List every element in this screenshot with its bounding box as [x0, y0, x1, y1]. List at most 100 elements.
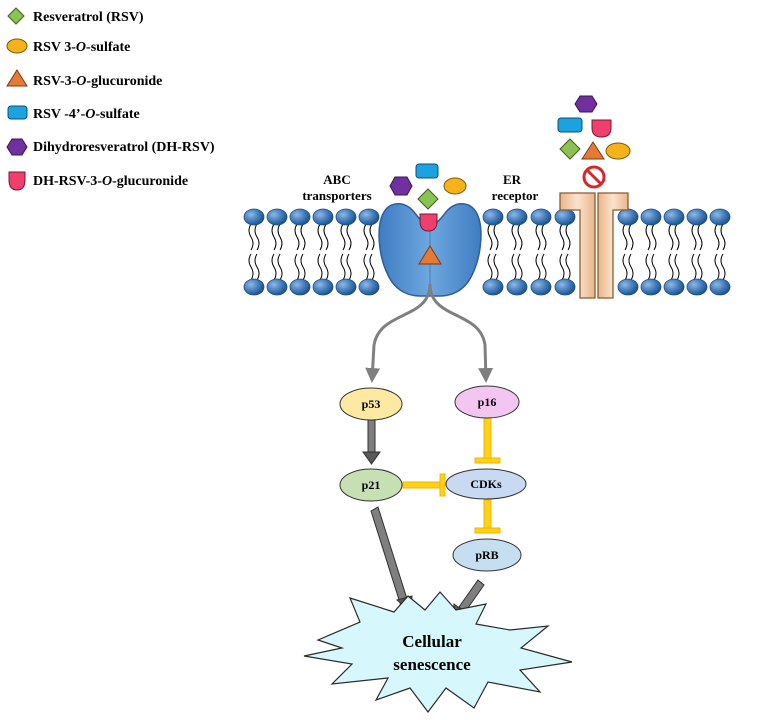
- rounded-rect-icon: [557, 117, 583, 133]
- lipid-tail: [511, 223, 517, 251]
- oval-icon: [605, 142, 631, 160]
- legend-item-dh-rsv: Dihydroresveratrol (DH-RSV): [6, 138, 215, 156]
- node-cdks-label: CDKs: [470, 477, 502, 491]
- lipid-tail: [271, 253, 277, 281]
- legend: Resveratrol (RSV) RSV 3-O-sulfate RSV-3-…: [6, 7, 215, 191]
- rounded-rect-icon: [415, 163, 439, 179]
- legend-label-rsv: Resveratrol (RSV): [33, 10, 144, 25]
- no-entry-icon: [582, 165, 606, 189]
- legend-item-rsv-3-sulfate: RSV 3-O-sulfate: [6, 38, 130, 55]
- lipid-tail: [346, 223, 352, 251]
- lipid-head: [530, 278, 552, 296]
- arrow-to-p53: [365, 283, 432, 383]
- node-prb-label: pRB: [475, 548, 498, 562]
- lipid-tail: [511, 253, 517, 281]
- transporter-molecules: [389, 163, 467, 265]
- lipid-head: [686, 208, 708, 226]
- shield-icon: [591, 119, 612, 138]
- node-p21: p21: [339, 468, 403, 502]
- node-p53: p53: [339, 387, 403, 421]
- lipid-head: [312, 278, 334, 296]
- shield-icon: [8, 171, 26, 191]
- lipid-tail: [559, 223, 565, 251]
- senescence-label-line2: senescence: [393, 655, 471, 674]
- lipid-tail: [674, 253, 680, 281]
- lipid-tail: [535, 253, 541, 281]
- lipid-head: [663, 208, 685, 226]
- lipid-tail: [674, 223, 680, 251]
- triangle-icon: [6, 69, 28, 87]
- lipid-tail: [668, 253, 674, 281]
- lipid-head: [243, 278, 265, 296]
- lipid-tail: [300, 223, 306, 251]
- lipid-head: [358, 278, 380, 296]
- lipid-tail: [369, 253, 375, 281]
- lipid-head: [554, 278, 576, 296]
- lipid-tail: [493, 223, 499, 251]
- diamond-icon: [559, 138, 581, 160]
- lipid-head: [482, 208, 504, 226]
- rounded-rect-icon: [7, 105, 28, 120]
- node-p53-label: p53: [362, 397, 381, 411]
- er-receptor-right-pillar: [597, 192, 629, 299]
- lipid-tail: [565, 253, 571, 281]
- lipid-tail: [294, 253, 300, 281]
- abc-label-line2: transporters: [302, 188, 371, 203]
- lipid-tail: [369, 223, 375, 251]
- lipid-tail: [714, 253, 720, 281]
- lipid-tail: [645, 223, 651, 251]
- diamond-icon: [7, 7, 25, 25]
- lipid-tail: [622, 223, 628, 251]
- lipid-tail: [271, 223, 277, 251]
- lipid-tail: [300, 253, 306, 281]
- lipid-head: [617, 208, 639, 226]
- lipid-tail: [346, 253, 352, 281]
- legend-label-dh-rsv: Dihydroresveratrol (DH-RSV): [33, 140, 215, 155]
- inhibit-p21-cdks: [402, 473, 446, 497]
- lipid-head: [266, 278, 288, 296]
- lipid-tail: [493, 253, 499, 281]
- lipid-tail: [254, 253, 260, 281]
- legend-item-rsv: Resveratrol (RSV): [7, 7, 144, 25]
- transporter-to-nodes-arrows: [365, 283, 494, 383]
- lipid-head: [289, 278, 311, 296]
- lipid-tail: [323, 253, 329, 281]
- hexagon-icon: [6, 138, 28, 156]
- cellular-senescence-burst: Cellular senescence: [303, 591, 573, 713]
- lipid-tail: [254, 223, 260, 251]
- burst-shape: [303, 591, 573, 713]
- lipid-head: [243, 208, 265, 226]
- arrow-to-p16: [428, 283, 494, 383]
- lipid-head: [686, 278, 708, 296]
- lipid-tail: [340, 223, 346, 251]
- lipid-tail: [487, 253, 493, 281]
- lipid-head: [506, 208, 528, 226]
- lipid-head: [335, 208, 357, 226]
- lipid-tail: [517, 223, 523, 251]
- lipid-tail: [651, 223, 657, 251]
- lipid-tail: [720, 253, 726, 281]
- er-receptor: [559, 165, 629, 299]
- lipid-tail: [517, 253, 523, 281]
- lipid-head: [358, 208, 380, 226]
- arrow-p53-to-p21: [362, 419, 381, 465]
- node-p16-label: p16: [478, 395, 497, 409]
- lipid-tail: [277, 223, 283, 251]
- lipid-tail: [248, 253, 254, 281]
- diamond-icon: [417, 188, 439, 210]
- lipid-tail: [340, 253, 346, 281]
- legend-item-rsv-4-sulfate: RSV -4’-O-sulfate: [7, 105, 140, 122]
- lipid-tail: [697, 223, 703, 251]
- legend-item-rsv-3-glucuronide: RSV-3-O-glucuronide: [6, 69, 162, 89]
- lipid-tail: [668, 223, 674, 251]
- lipid-tail: [294, 223, 300, 251]
- lipid-tail: [628, 223, 634, 251]
- lipid-head: [663, 278, 685, 296]
- node-p16: p16: [454, 385, 520, 419]
- node-cdks: CDKs: [445, 468, 527, 500]
- legend-item-dh-rsv-glucuronide: DH-RSV-3-O-glucuronide: [8, 171, 188, 191]
- lipid-head: [554, 208, 576, 226]
- lipid-tail: [541, 253, 547, 281]
- abc-label-line1: ABC: [323, 172, 350, 187]
